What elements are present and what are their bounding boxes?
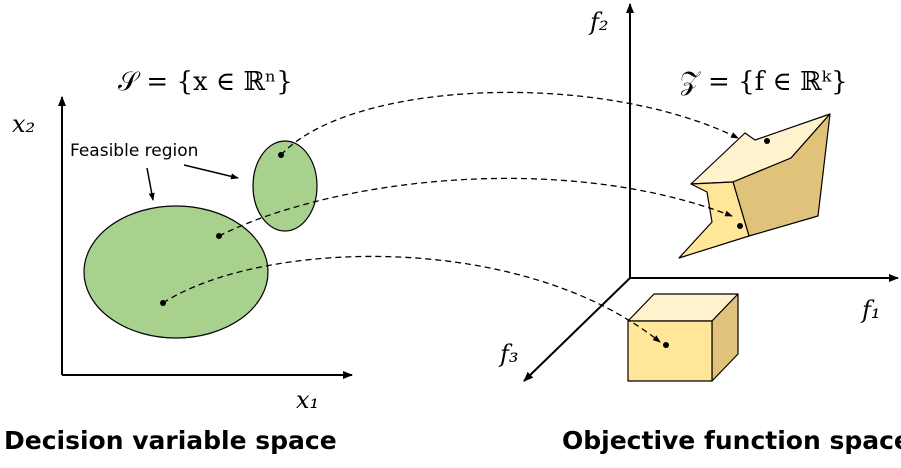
objective-point-2 [737, 223, 743, 229]
mapping-arrow-1 [280, 91, 739, 156]
objective-space-axes [523, 3, 899, 382]
x1-axis-label: x₁ [296, 386, 319, 414]
decision-set-label: 𝒮 = {x ∈ ℝⁿ} [118, 67, 293, 97]
feasible-label-arrow-right [183, 164, 239, 180]
f2-axis-label: f₂ [588, 8, 609, 36]
objective-point-3 [663, 342, 669, 348]
objective-set-label: 𝒵 = {f ∈ ℝᵏ} [680, 67, 848, 97]
objective-point-1 [764, 138, 770, 144]
f1-axis-label: f₁ [860, 296, 881, 324]
mapping-arrow-2 [218, 177, 733, 237]
objective-region-front-face [678, 181, 750, 259]
decision-space-caption: Decision variable space [4, 426, 337, 455]
f3-axis-label: f₃ [498, 340, 519, 368]
mapping-arrow-3 [162, 255, 661, 343]
feasible-label-arrow-down [146, 167, 155, 201]
feasible-region-small [252, 140, 318, 232]
feasible-region [83, 140, 318, 339]
cube-front-face [627, 320, 713, 382]
x2-axis-label: x₂ [12, 110, 35, 138]
objective-cube [627, 293, 739, 382]
feasible-region-large [83, 205, 269, 339]
feasible-region-label: Feasible region [70, 141, 198, 161]
objective-space-caption: Objective function space [562, 426, 901, 455]
f3-axis [523, 277, 631, 382]
mapping-arrows [162, 91, 739, 343]
decision-space-axes [58, 96, 353, 379]
objective-region-upper [678, 113, 831, 259]
